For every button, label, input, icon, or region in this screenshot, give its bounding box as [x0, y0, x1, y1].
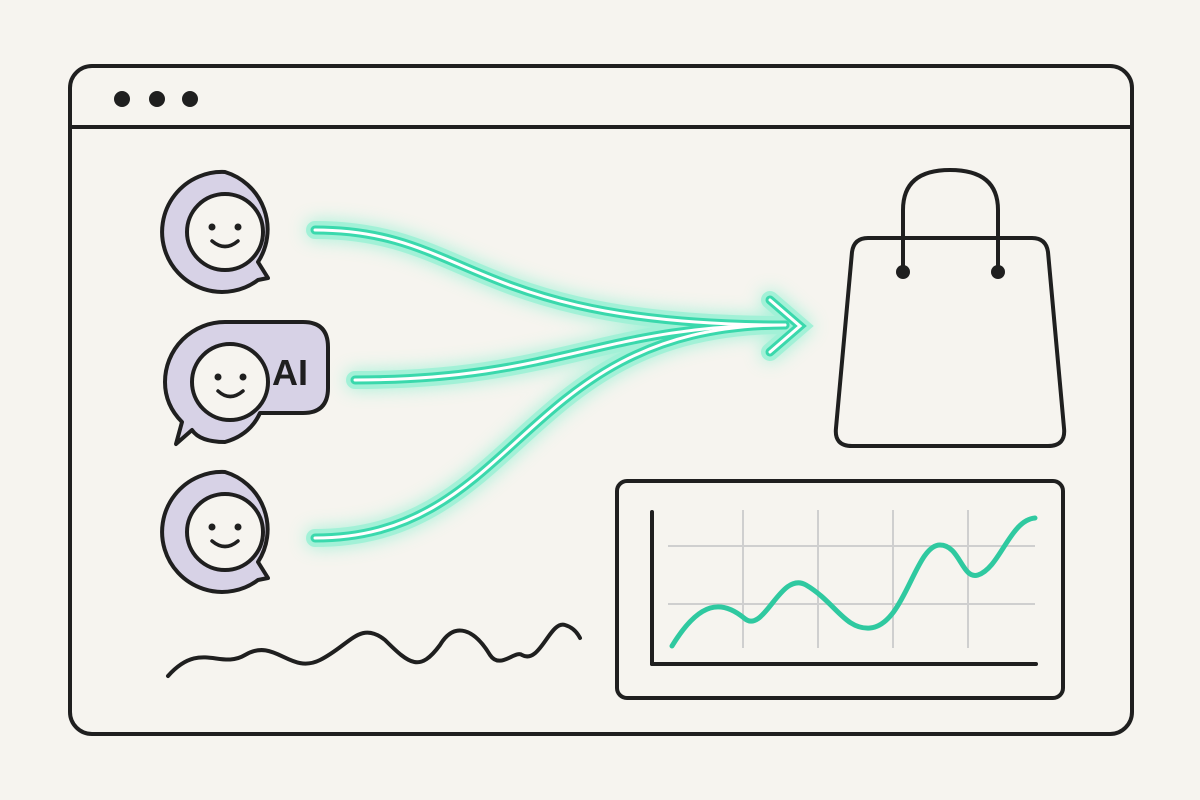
smile-icon	[210, 539, 240, 549]
flow-glow	[306, 221, 814, 547]
eye-icon	[234, 523, 242, 531]
shopping-bag-icon	[833, 167, 1067, 448]
chart-grid	[668, 510, 1035, 648]
smiley-face-icon	[185, 492, 265, 572]
flow-line-bottom	[313, 323, 787, 540]
eye-icon	[239, 373, 247, 381]
bag-rivet-icon	[991, 265, 1005, 279]
chart-axes	[650, 510, 1038, 666]
bag-rivet-icon	[896, 265, 910, 279]
chat-bubble-bottom	[160, 469, 270, 594]
ai-badge-label: AI	[272, 352, 308, 393]
window-dot-icon[interactable]	[182, 91, 198, 107]
smiley-face-icon	[190, 342, 270, 422]
window-dot-icon[interactable]	[114, 91, 130, 107]
smile-icon	[216, 389, 245, 399]
flow-highlight	[313, 228, 803, 540]
bag-body-icon	[833, 236, 1067, 448]
window-controls	[114, 91, 198, 107]
bag-handle-icon	[901, 167, 1000, 274]
flow-lines	[306, 221, 814, 547]
flow-line-middle	[353, 323, 787, 382]
smile-icon	[210, 239, 240, 249]
window-frame	[68, 64, 1134, 736]
chart-panel	[615, 479, 1065, 700]
trend-line-icon	[669, 515, 1038, 649]
arrow-right-icon	[768, 298, 803, 354]
eye-icon	[208, 223, 216, 231]
eye-icon	[208, 523, 216, 531]
browser-window	[68, 64, 1134, 736]
squiggle-line-icon	[166, 622, 582, 678]
window-dot-icon[interactable]	[149, 91, 165, 107]
flow-line-top	[313, 228, 787, 327]
chat-bubble-ai: AI	[163, 320, 330, 446]
chart-panel-frame	[615, 479, 1065, 700]
chat-bubble-top	[160, 169, 270, 294]
smiley-face-icon	[185, 192, 265, 272]
eye-icon	[214, 373, 222, 381]
eye-icon	[234, 223, 242, 231]
